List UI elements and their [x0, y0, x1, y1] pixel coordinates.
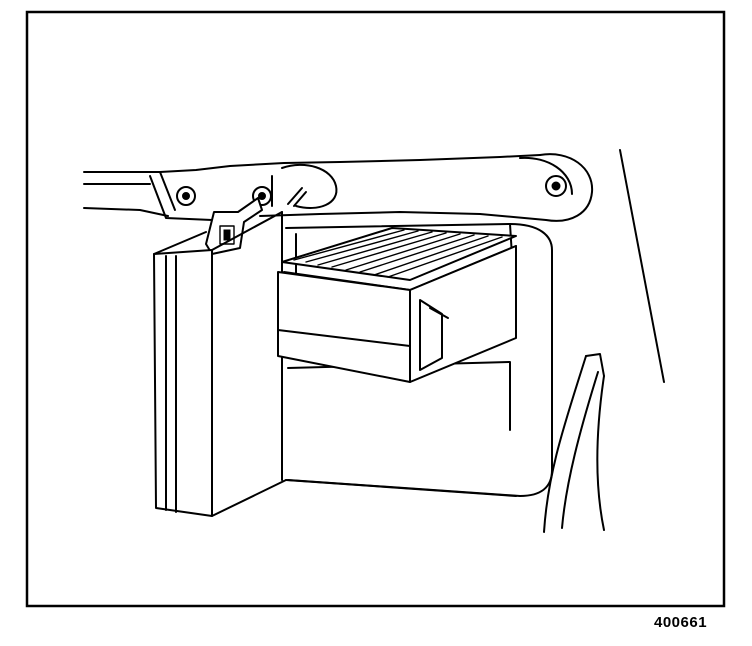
- screw-icon: [252, 186, 272, 206]
- screw-icon: [176, 186, 196, 206]
- screw-icon: [545, 175, 567, 197]
- figure-border: [25, 10, 726, 608]
- door-trim: [543, 149, 665, 533]
- housing-left-panel: [153, 211, 287, 517]
- cabin-air-filter: [277, 227, 517, 383]
- figure-number: 400661: [654, 614, 708, 631]
- stud-icon: [287, 187, 307, 207]
- upper-dash-panel: [83, 153, 594, 222]
- retaining-tab-icon: [205, 197, 263, 255]
